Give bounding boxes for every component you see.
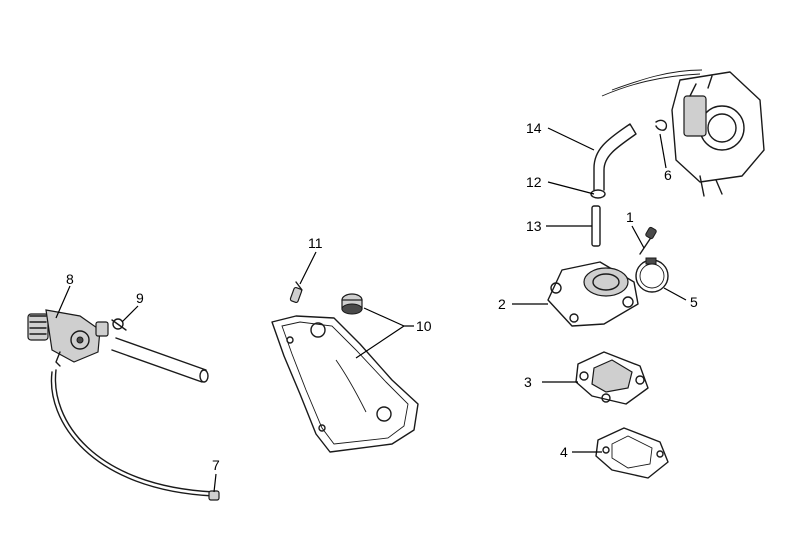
callout-9: 9 xyxy=(136,290,144,306)
callout-labels: 1 2 3 4 5 6 7 8 9 10 11 12 13 14 xyxy=(66,120,698,473)
part-11-screw xyxy=(289,281,303,303)
part-12-clip xyxy=(590,189,606,199)
part-13-tube xyxy=(591,205,601,247)
callout-13: 13 xyxy=(526,218,542,234)
callout-8: 8 xyxy=(66,271,74,287)
part-14-vent-hose xyxy=(593,123,637,191)
part-10-cover-plate xyxy=(271,315,419,453)
callout-1: 1 xyxy=(626,209,634,225)
fuel-hose-long xyxy=(50,371,215,497)
part-3-reed-valve xyxy=(575,351,649,405)
callout-4: 4 xyxy=(560,444,568,460)
part-7-clamp xyxy=(208,490,220,501)
callout-7: 7 xyxy=(212,457,220,473)
part-5-clamp-ring xyxy=(635,257,669,293)
callout-11: 11 xyxy=(308,235,323,251)
fuel-hose-short xyxy=(111,337,207,383)
callout-6: 6 xyxy=(664,167,672,183)
part-2-intake-manifold xyxy=(547,261,639,327)
callout-5: 5 xyxy=(690,294,698,310)
callout-2: 2 xyxy=(498,296,506,312)
callout-10: 10 xyxy=(416,318,432,334)
carburetor xyxy=(601,69,765,197)
callout-3: 3 xyxy=(524,374,532,390)
part-1-screw xyxy=(639,226,657,255)
part-10-grommet xyxy=(341,293,363,315)
part-6-clip xyxy=(655,119,668,131)
part-8-fuel-tap xyxy=(27,309,109,367)
part-9-hose-clip xyxy=(111,318,127,331)
callout-14: 14 xyxy=(526,120,542,136)
part-4-gasket xyxy=(595,427,669,479)
callout-12: 12 xyxy=(526,174,542,190)
leader-lines xyxy=(55,127,687,493)
